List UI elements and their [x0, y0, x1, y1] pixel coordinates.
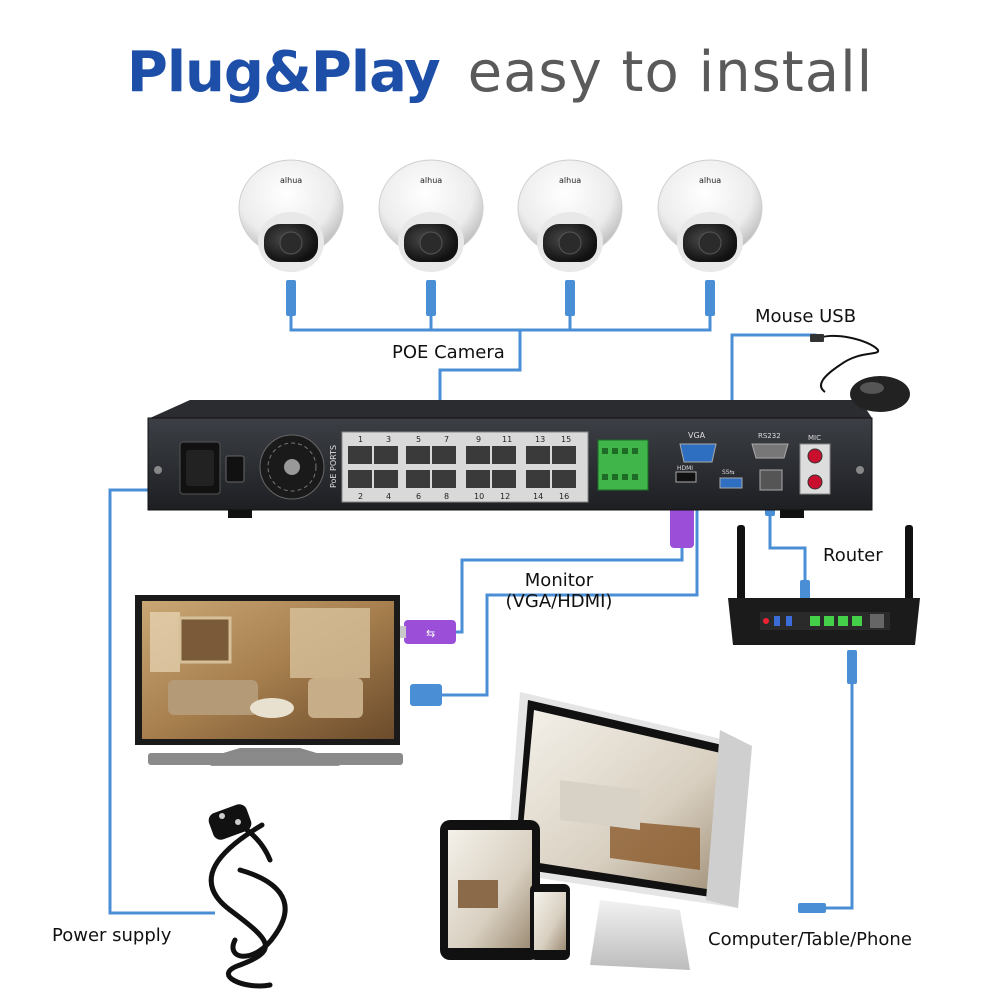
svg-text:⇆: ⇆	[426, 627, 435, 640]
phone-device	[530, 884, 570, 960]
port-number: 3	[386, 435, 391, 444]
nvr-recorder: PoE PORTS 1 3 5 7 9 11 13 15 2 4 6 8 10	[147, 400, 873, 518]
port-number: 2	[358, 492, 363, 501]
hdmi-label: HDMI	[677, 465, 693, 472]
router-icon	[728, 525, 920, 645]
rs232-port	[751, 443, 789, 459]
title-bold: Plug&Play	[126, 40, 441, 105]
port-number: 5	[416, 435, 421, 444]
vga-plug-monitor	[410, 684, 442, 706]
camera-4: alhua	[657, 159, 763, 272]
port-number: 4	[386, 492, 391, 501]
camera-brand: alhua	[420, 176, 442, 185]
page-title: Plug&Play easy to install	[0, 38, 1000, 108]
poe-cables	[289, 316, 712, 425]
hdmi-plug-monitor	[404, 620, 456, 644]
tv-monitor	[135, 595, 403, 766]
camera-brand: alhua	[699, 176, 721, 185]
port-number: 1	[358, 435, 363, 444]
vga-label: VGA	[688, 431, 706, 440]
port-number: 10	[474, 492, 484, 501]
port-number: 7	[444, 435, 449, 444]
label-monitor-line2: (VGA/HDMI)	[505, 591, 613, 612]
rs232-label: RS232	[758, 432, 781, 440]
camera-brand: alhua	[280, 176, 302, 185]
label-computer: Computer/Table/Phone	[708, 929, 912, 950]
camera-3: alhua	[517, 159, 623, 272]
port-number: 16	[559, 492, 569, 501]
camera-cable-plugs	[286, 280, 715, 316]
port-number: 11	[502, 435, 512, 444]
hdmi-plug-nvr	[670, 500, 694, 548]
router-cable	[768, 500, 807, 600]
label-poe-camera: POE Camera	[392, 342, 505, 363]
vga-port	[679, 443, 717, 463]
camera-brand: alhua	[559, 176, 581, 185]
title-light: easy to install	[467, 40, 874, 105]
port-number: 12	[500, 492, 510, 501]
desktop-monitor	[506, 692, 752, 970]
poe-ports-text: PoE PORTS	[329, 445, 338, 488]
label-mouse-usb: Mouse USB	[755, 306, 857, 327]
power-cable	[108, 488, 215, 915]
label-power-supply: Power supply	[52, 925, 172, 946]
label-monitor: Monitor (VGA/HDMI)	[484, 570, 634, 612]
port-number: 9	[476, 435, 481, 444]
camera-1: alhua	[238, 159, 344, 272]
mic-label: MIC	[808, 434, 821, 442]
power-cord-icon	[208, 812, 288, 989]
ethernet-ports	[348, 446, 576, 488]
usb-port	[719, 477, 743, 489]
lan-port	[759, 469, 783, 491]
label-router: Router	[823, 545, 883, 566]
port-number: 13	[535, 435, 545, 444]
hdmi-cable-line	[455, 540, 684, 634]
computer-cable	[818, 650, 854, 910]
vga-cable	[440, 460, 699, 697]
port-number: 15	[561, 435, 571, 444]
port-number: 6	[416, 492, 421, 501]
label-monitor-line1: Monitor	[524, 570, 594, 591]
camera-2: alhua	[378, 159, 484, 272]
alarm-terminal	[597, 439, 649, 491]
port-number: 8	[444, 492, 449, 501]
hdmi-port	[675, 471, 697, 483]
mouse-icon	[810, 334, 910, 412]
usb-label: SS⇆	[722, 469, 735, 476]
tablet-device	[440, 820, 540, 960]
port-number: 14	[533, 492, 543, 501]
